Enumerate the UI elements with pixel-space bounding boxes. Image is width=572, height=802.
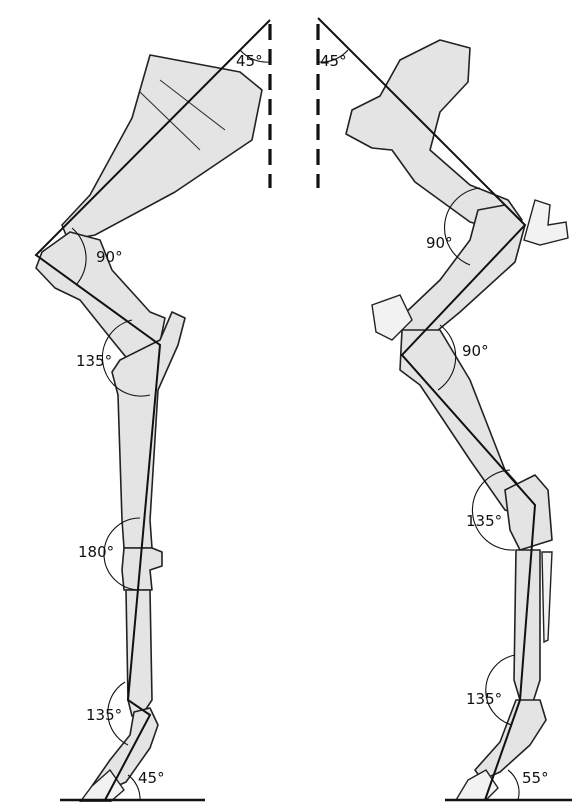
hind-hoof-arc <box>508 770 519 800</box>
fore-knee-angle-label: 135° <box>76 352 112 370</box>
hind-splint-bone <box>542 552 552 642</box>
hind-hip-angle-label: 45° <box>320 52 347 70</box>
hind-ischium-bone <box>524 200 568 245</box>
hind-pelvis-bone <box>346 40 522 232</box>
fore-scapula-bone <box>62 55 262 240</box>
forelimb: 45° 90° 135° 180° 135° 45° <box>36 20 270 802</box>
hind-hock-lower-angle-label: 135° <box>466 512 502 530</box>
hind-femur-bone <box>400 205 525 345</box>
fore-hoof-angle-label: 45° <box>138 769 165 787</box>
fore-elbow-angle-label: 90° <box>96 248 123 266</box>
hind-stifle-angle-label: 90° <box>426 234 453 252</box>
fore-shoulder-angle-label: 45° <box>236 52 263 70</box>
hind-cannon-bone <box>514 550 540 705</box>
hindlimb: 45° 90° 90° 135° 135° 55° <box>318 18 572 800</box>
hind-pastern-bone <box>475 700 546 780</box>
hind-hock-angle-label: 90° <box>462 342 489 360</box>
hind-hock-bone <box>505 475 552 550</box>
hind-pastern-angle-label: 135° <box>466 690 502 708</box>
fore-pastern-angle-label: 135° <box>86 706 122 724</box>
fore-cannon-bone <box>126 590 152 718</box>
fore-fetlock-angle-label: 180° <box>78 543 114 561</box>
hind-hoof-angle-label: 55° <box>522 769 549 787</box>
